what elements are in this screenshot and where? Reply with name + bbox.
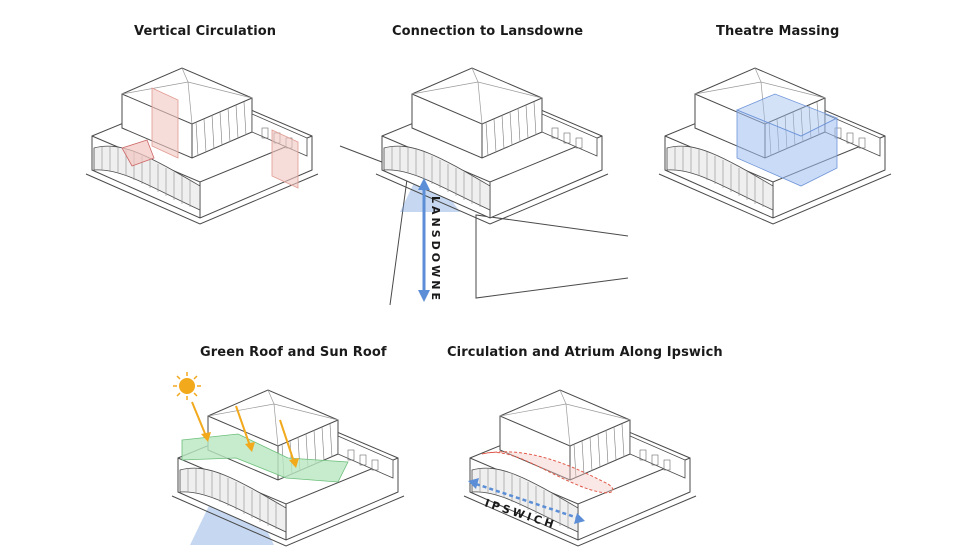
- title-circulation-ipswich: Circulation and Atrium Along Ipswich: [447, 345, 723, 360]
- sun-icon: [173, 372, 201, 400]
- circulation-core: [271, 129, 299, 189]
- theatre-volume-top: [735, 93, 838, 137]
- building-theatre-massing: [658, 67, 892, 225]
- building-ipswich: [463, 389, 697, 547]
- circulation-core: [151, 87, 179, 159]
- sun-rays: [191, 401, 299, 468]
- title-theatre-massing: Theatre Massing: [716, 24, 840, 39]
- escalator: [121, 139, 155, 167]
- lansdowne-arrow: [418, 178, 430, 302]
- street-label-lansdowne: LANSDOWNE: [429, 196, 442, 303]
- building-vertical-circulation: [85, 67, 319, 225]
- green-roof: [181, 433, 349, 483]
- title-green-roof: Green Roof and Sun Roof: [200, 345, 387, 360]
- ipswich-arrow: [468, 478, 585, 524]
- title-vertical-circulation: Vertical Circulation: [134, 24, 277, 39]
- building-green-roof: [171, 389, 405, 547]
- title-connection-lansdowne: Connection to Lansdowne: [392, 24, 584, 39]
- atrium-circulation: [481, 451, 614, 494]
